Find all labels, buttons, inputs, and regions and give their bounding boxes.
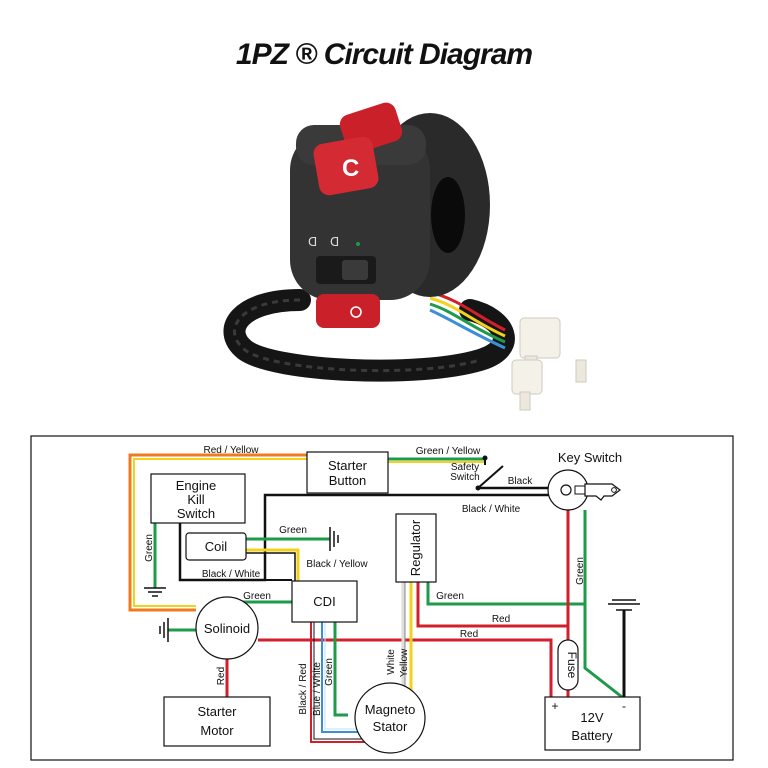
regulator-label: Regulator: [408, 519, 423, 576]
key-switch-label: Key Switch: [558, 450, 622, 465]
safety-switch-label-1: Safety: [451, 462, 479, 473]
battery-label-1: 12V: [580, 710, 603, 725]
ground-kill: [144, 587, 166, 597]
label-red-main: Red: [460, 629, 478, 640]
label-black-white-coil: Black / White: [202, 569, 261, 580]
label-green-stator: Green: [324, 658, 335, 686]
label-green-coil: Green: [279, 525, 307, 536]
wire-black-red: [310, 622, 372, 743]
starter-button-photo: [316, 294, 380, 328]
engine-kill-switch-box: [150, 473, 246, 524]
connector-2: [511, 359, 543, 395]
wire-label-group: Red / Yellow Green / Yellow Black Black …: [144, 445, 586, 716]
light-icon-2: ᗡ: [330, 235, 339, 249]
battery-plus-label: +: [551, 699, 558, 713]
wire-yellow: [429, 296, 506, 338]
safety-switch-label-2: Switch: [450, 472, 479, 483]
wire-black-yellow: [246, 548, 300, 581]
cdi-box: [291, 580, 358, 623]
wire-red-yellow-inner: [133, 458, 307, 607]
coil-box: [185, 532, 247, 561]
magneto-stator-label-1: Magneto: [365, 702, 416, 717]
engine-kill-label-3: Switch: [177, 506, 215, 521]
label-red-yellow: Red / Yellow: [203, 445, 259, 456]
battery-label-2: Battery: [571, 728, 613, 743]
starter-button-label-2: Button: [329, 473, 367, 488]
ground-coil: [329, 527, 339, 551]
turn-glyph: C: [342, 155, 359, 182]
indicator-dot: [356, 242, 360, 246]
fuse-box: [557, 639, 579, 691]
wire-red-yellow-outer: [128, 453, 307, 612]
connector-1: [519, 317, 561, 359]
engine-kill-label-1: Engine: [176, 478, 216, 493]
ground-solinoid: [159, 618, 169, 642]
turn-button: [313, 136, 379, 196]
magneto-stator-label-2: Stator: [373, 719, 408, 734]
label-green-solinoid: Green: [243, 591, 271, 602]
label-black-red: Black / Red: [298, 663, 309, 714]
wire-blue: [429, 308, 506, 350]
light-icon-1: ᗡ: [308, 235, 317, 249]
solinoid-label: Solinoid: [204, 621, 250, 636]
starter-motor-label-1: Starter: [197, 704, 237, 719]
label-green-yellow: Green / Yellow: [416, 446, 481, 457]
magneto-stator-circle: [354, 682, 426, 754]
wire-green: [429, 302, 506, 344]
label-black-white-top: Black / White: [462, 504, 521, 515]
wire-blue-white: [321, 622, 360, 733]
starter-button-box: [306, 451, 389, 494]
starter-motor-label-2: Motor: [200, 723, 234, 738]
fuse-label: Fuse: [565, 652, 579, 679]
bar-hole: [431, 177, 465, 253]
page-title: 1PZ ® Circuit Diagram: [235, 38, 533, 71]
regulator-box: [395, 513, 437, 583]
wires: [128, 453, 626, 743]
wire-green-stator: [333, 622, 348, 717]
starter-motor-box: [163, 696, 271, 747]
switch-photo: C ᗡ ᗡ: [223, 102, 587, 411]
label-blue-white: Blue / White: [312, 662, 323, 716]
label-green-kill: Green: [144, 534, 155, 562]
label-red-motor: Red: [216, 667, 227, 685]
key-icon: [560, 483, 621, 501]
wire-red-reg: [416, 582, 568, 628]
label-green-key: Green: [575, 557, 586, 585]
label-white: White: [386, 649, 397, 675]
label-yellow: Yellow: [399, 648, 410, 677]
cable-ribs: [233, 298, 481, 373]
engine-kill-label-2: Kill: [187, 492, 204, 507]
safety-switch-symbol: [475, 455, 504, 491]
ground-symbols: [144, 527, 640, 642]
battery-box: [544, 696, 641, 751]
solinoid-circle: [195, 596, 259, 660]
label-green-reg: Green: [436, 591, 464, 602]
coil-label: Coil: [205, 539, 228, 554]
starter-button-label-1: Starter: [328, 458, 368, 473]
label-black: Black: [508, 476, 533, 487]
wire-red-main: [258, 638, 553, 697]
cdi-label: CDI: [313, 594, 335, 609]
ground-battery: [608, 599, 640, 611]
label-black-yellow: Black / Yellow: [306, 559, 368, 570]
battery-minus-label: -: [622, 699, 626, 713]
label-red-reg: Red: [492, 614, 510, 625]
